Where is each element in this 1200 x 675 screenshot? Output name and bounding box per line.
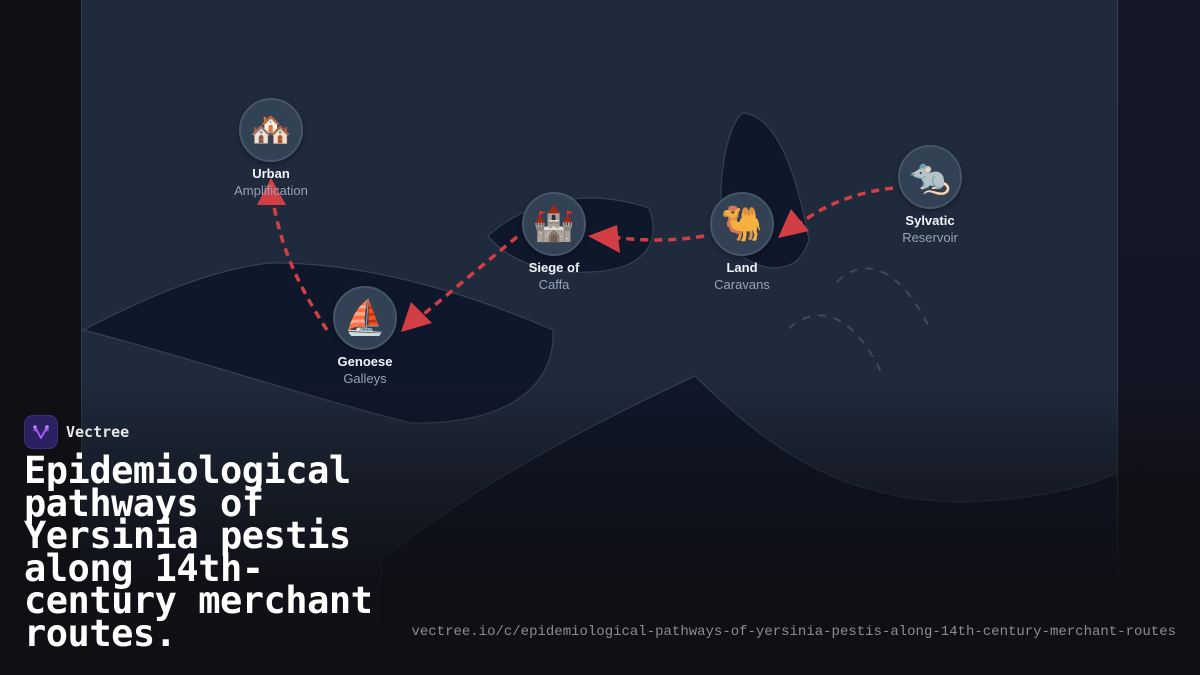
houses-icon: 🏘️ — [239, 98, 303, 162]
page-title: Epidemiological pathways of Yersinia pes… — [24, 449, 373, 655]
node-subtitle: Galleys — [343, 371, 387, 386]
rat-icon: 🐀 — [898, 145, 962, 209]
vectree-fork-icon — [24, 415, 58, 449]
node-subtitle: Caravans — [714, 277, 770, 292]
node-urban-amplification[interactable]: 🏘️ Urban Amplification — [211, 98, 331, 199]
edge-caffa-to-genoese — [417, 235, 519, 320]
edge-land-to-caffa — [610, 234, 705, 242]
route-arrows — [271, 186, 894, 331]
node-sylvatic-reservoir[interactable]: 🐀 Sylvatic Reservoir — [870, 145, 990, 246]
node-subtitle: Reservoir — [902, 230, 958, 245]
river-line-1 — [836, 267, 929, 326]
arrowhead-caffa — [588, 225, 620, 253]
camel-icon: 🐫 — [710, 192, 774, 256]
node-title: Genoese — [337, 354, 393, 369]
arrowhead-land — [778, 209, 809, 238]
node-subtitle: Caffa — [538, 277, 570, 292]
right-background — [1118, 0, 1200, 675]
node-title: Sylvatic — [905, 213, 955, 228]
page-url[interactable]: vectree.io/c/epidemiological-pathways-of… — [411, 624, 1176, 640]
node-title: Land — [726, 260, 758, 275]
node-land-caravans[interactable]: 🐫 Land Caravans — [682, 192, 802, 293]
brand-name: Vectree — [66, 423, 130, 441]
river-line-2 — [788, 314, 882, 373]
node-siege-of-caffa[interactable]: 🏰 Siege of Caffa — [494, 192, 614, 293]
brand: Vectree — [24, 415, 129, 449]
edge-genoese-to-urban — [271, 199, 329, 331]
node-subtitle: Amplification — [234, 183, 308, 198]
castle-icon: 🏰 — [522, 192, 586, 256]
arrowhead-urban — [257, 178, 286, 205]
node-title: Urban — [252, 166, 290, 181]
arrowheads — [257, 178, 809, 332]
sailboat-icon: ⛵ — [333, 286, 397, 350]
arrowhead-genoese — [401, 302, 432, 332]
node-title: Siege of — [528, 260, 580, 275]
node-genoese-galleys[interactable]: ⛵ Genoese Galleys — [305, 286, 425, 387]
